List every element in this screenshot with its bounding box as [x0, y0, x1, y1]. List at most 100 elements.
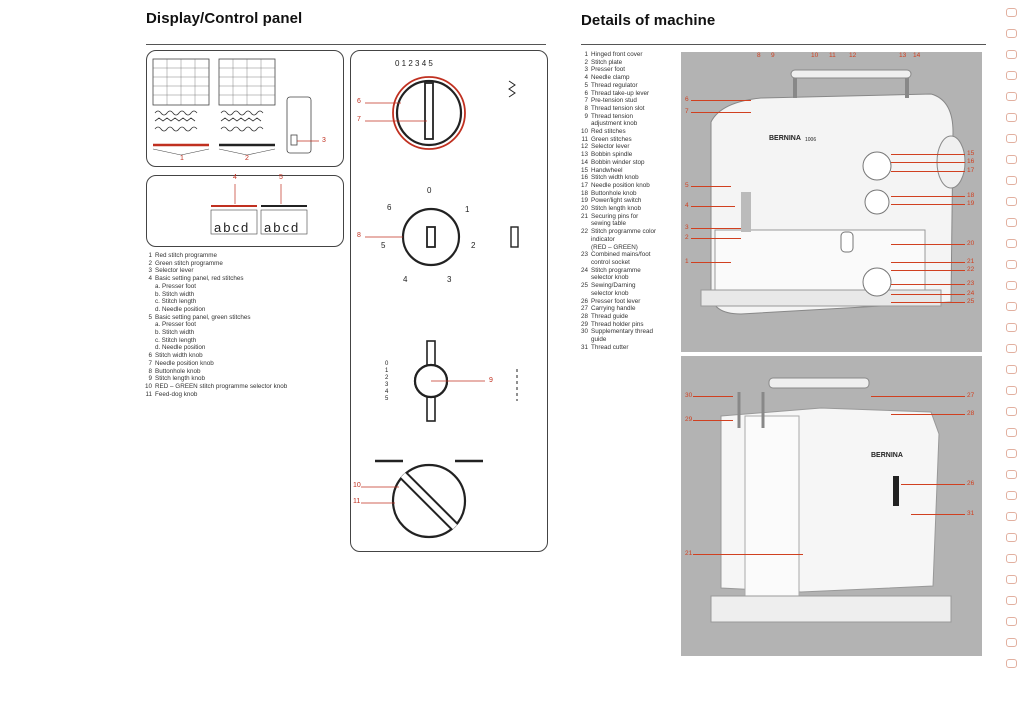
legend-number: 29	[580, 320, 588, 328]
legend-text: adjustment knob	[591, 120, 638, 128]
legend-text: selector knob	[591, 289, 629, 297]
legend-text: Red stitch programme	[155, 252, 217, 259]
legend-number	[140, 329, 155, 337]
legend-text: Stitch programme	[591, 266, 641, 274]
legend-row: adjustment knob	[576, 120, 656, 128]
legend-number: 20	[580, 205, 588, 213]
legend-text: Thread tension slot	[591, 104, 645, 112]
binding-ring	[1006, 638, 1017, 647]
legend-number	[576, 120, 591, 128]
callout-line	[891, 204, 965, 205]
legend-text: Stitch width knob	[155, 352, 203, 360]
legend-text: Selector lever	[591, 143, 630, 151]
binding-rings	[998, 0, 1024, 680]
legend-text: Stitch plate	[591, 58, 623, 66]
legend-number: 4	[584, 74, 588, 82]
callout-line	[911, 514, 965, 515]
binding-ring	[1006, 155, 1017, 164]
machine-front-drawing	[700, 69, 966, 315]
legend-number	[576, 244, 591, 252]
legend-text: Thread tension	[591, 112, 634, 120]
callout-label: 18	[967, 192, 975, 199]
callout-line	[693, 396, 733, 397]
legend-text: guide	[591, 336, 607, 344]
legend-number: 1	[584, 51, 588, 58]
knob-label-7: 7	[357, 116, 361, 123]
binding-ring	[1006, 239, 1017, 248]
legend-text: c. Stitch length	[155, 336, 197, 344]
callout-line	[691, 206, 735, 207]
legend-number: 30	[580, 328, 588, 336]
legend-number: 13	[580, 151, 588, 159]
length-scale-mark: 5	[385, 396, 389, 402]
length-scale-mark: 1	[385, 368, 389, 374]
legend-text: Basic setting panel, green stitches	[155, 313, 251, 321]
legend-row: (RED – GREEN)	[576, 244, 656, 252]
legend-number: 18	[580, 189, 588, 197]
legend-number: 7	[584, 97, 588, 105]
legend-number: 12	[580, 143, 588, 151]
legend-number: 9	[584, 112, 588, 120]
length-scale-mark: 0	[385, 361, 389, 367]
legend-number	[140, 344, 155, 352]
callout-label: 19	[967, 200, 975, 207]
legend-text: indicator	[591, 235, 615, 243]
legend-number: 2	[148, 259, 152, 267]
legend-number: 3	[584, 66, 588, 74]
callout-line	[891, 270, 965, 271]
legend-text: Thread guide	[591, 312, 629, 320]
legend-text: d. Needle position	[155, 344, 206, 352]
legend-row: c. Stitch length	[140, 298, 287, 306]
legend-number: 8	[148, 367, 152, 375]
legend-number: 2	[584, 58, 588, 66]
callout-label: 22	[967, 266, 975, 273]
legend-number: 28	[580, 312, 588, 320]
length-scale-mark: 3	[385, 382, 389, 388]
legend-number	[576, 259, 591, 267]
legend-number: 26	[580, 297, 588, 305]
binding-ring	[1006, 470, 1017, 479]
callout-label: 8	[757, 52, 761, 59]
binding-ring	[1006, 365, 1017, 374]
binding-ring	[1006, 533, 1017, 542]
legend-text: Securing pins for	[591, 212, 639, 220]
callout-label: 25	[967, 298, 975, 305]
legend-number: 22	[580, 228, 588, 236]
legend-number: 5	[148, 313, 152, 321]
callout-label: 2	[685, 234, 689, 241]
legend-number: 10	[144, 382, 152, 390]
callout-line	[891, 262, 965, 263]
binding-ring	[1006, 323, 1017, 332]
legend-number	[140, 298, 155, 306]
legend-number: 24	[580, 266, 588, 274]
binding-ring	[1006, 281, 1017, 290]
callout-label: 14	[913, 52, 921, 59]
callout-label: 27	[967, 392, 975, 399]
legend-text: Thread take-up lever	[591, 89, 650, 97]
brand-label: BERNINA	[769, 135, 801, 142]
callout-line	[901, 484, 965, 485]
binding-ring	[1006, 302, 1017, 311]
legend-text: (RED – GREEN)	[591, 243, 638, 251]
binding-ring	[1006, 71, 1017, 80]
legend-text: Power/light switch	[591, 197, 642, 205]
legend-number: 4	[148, 275, 152, 283]
legend-text: Needle position knob	[591, 181, 650, 189]
legend-text: Needle position knob	[155, 359, 214, 367]
legend-text: Basic setting panel, red stitches	[155, 275, 244, 283]
callout-label: 24	[967, 290, 975, 297]
legend-number: 16	[580, 174, 588, 182]
left-page-title: Display/Control panel	[146, 10, 303, 27]
callout-line	[891, 284, 965, 285]
needle-scale-5: 5	[381, 241, 386, 250]
callout-label: 20	[967, 240, 975, 247]
needle-scale-2: 2	[471, 241, 476, 250]
